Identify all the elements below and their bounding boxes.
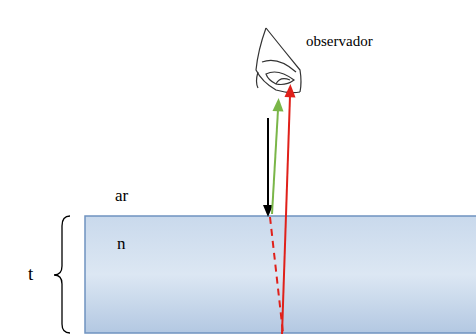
reflected-ray (272, 110, 278, 214)
incident-ray (267, 118, 269, 206)
glass-slab (85, 216, 476, 333)
refracted-ray (270, 217, 283, 333)
medium-label: ar (115, 187, 128, 204)
arrowhead (285, 84, 296, 97)
thickness-label: t (28, 264, 33, 283)
eye-icon (256, 28, 301, 93)
thickness-brace (54, 216, 70, 333)
arrowhead (273, 98, 284, 112)
observer-label: observador (306, 34, 373, 49)
index-label: n (117, 235, 126, 252)
emerging-ray (282, 96, 290, 334)
